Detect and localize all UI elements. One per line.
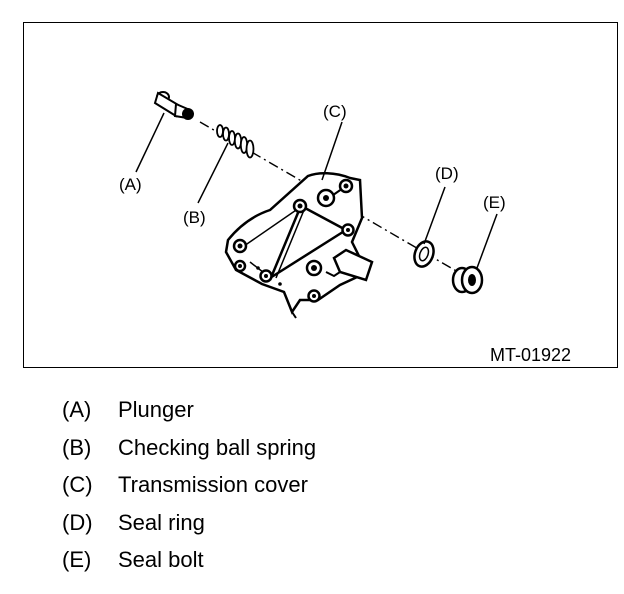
callout-c-label: (C) [323,102,347,121]
seal-ring-part [413,240,435,268]
legend-text: Seal ring [118,509,205,535]
plunger-part [153,91,194,120]
callout-d-label: (D) [435,164,459,183]
callout-a-label: (A) [119,175,142,194]
legend-key: (C) [62,472,93,497]
legend-key: (E) [62,547,92,572]
transmission-cover-part [224,172,374,319]
leader-lines [135,112,498,269]
callout-e-label: (E) [483,193,506,212]
legend-text: Checking ball spring [118,434,317,460]
checking-ball-spring-part [216,124,255,159]
legend-text: Seal bolt [118,547,204,572]
figure-id-label: MT-01922 [490,345,571,365]
seal-bolt-part [451,265,484,295]
legend-text: Transmission cover [118,472,308,497]
legend-text: Plunger [118,397,194,422]
callout-b-label: (B) [183,208,206,227]
figure-frame [23,22,618,368]
legend-key: (A) [62,397,92,422]
legend-key: (B) [62,434,92,460]
legend-key: (D) [62,509,93,535]
